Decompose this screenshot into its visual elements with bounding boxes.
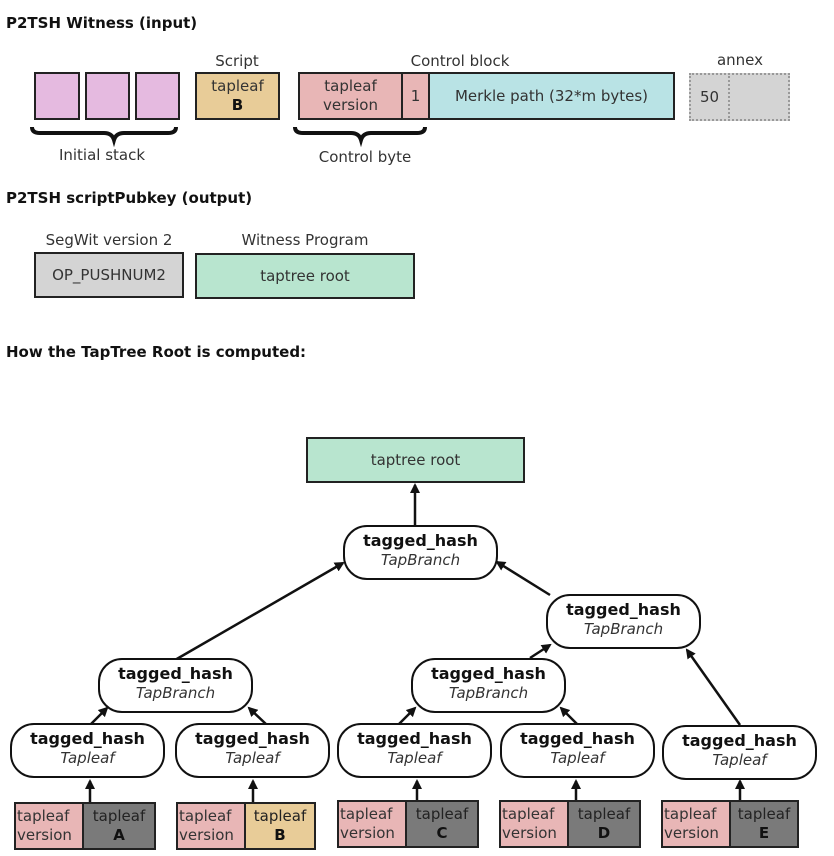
tree-title: How the TapTree Root is computed: bbox=[6, 343, 307, 361]
node-tag: TapBranch bbox=[135, 684, 216, 702]
edge-right-branch bbox=[495, 560, 551, 597]
edge-left-branch bbox=[174, 561, 345, 662]
segwit-version-label: SegWit version 2 bbox=[45, 231, 173, 249]
node-hash-fn: tagged_hash bbox=[357, 729, 472, 748]
node-hash-fn: tagged_hash bbox=[195, 729, 310, 748]
node-leaf-b: tagged_hash Tapleaf bbox=[175, 723, 330, 778]
stack-item-2 bbox=[85, 72, 130, 120]
initial-stack-label: Initial stack bbox=[58, 146, 146, 164]
control-byte-brace bbox=[293, 126, 427, 148]
edge-leaf-b bbox=[247, 706, 268, 726]
taptree-root-box: taptree root bbox=[306, 437, 525, 483]
annex-prefix-box: 50 bbox=[689, 73, 730, 121]
node-tag: Tapleaf bbox=[387, 749, 442, 767]
edge-leaf-d bbox=[559, 706, 579, 726]
node-leaf-d: tagged_hash Tapleaf bbox=[500, 723, 655, 778]
edge-leaf-e bbox=[685, 648, 742, 726]
node-tag: Tapleaf bbox=[712, 751, 767, 769]
edge-branch-cd bbox=[529, 643, 552, 660]
node-hash-fn: tagged_hash bbox=[520, 729, 635, 748]
node-hash-fn: tagged_hash bbox=[682, 731, 797, 750]
node-leaf-e: tagged_hash Tapleaf bbox=[662, 725, 817, 780]
script-label: Script bbox=[215, 52, 259, 70]
edge-leaf-c bbox=[397, 706, 417, 726]
node-root-branch: tagged_hash TapBranch bbox=[343, 525, 498, 580]
node-hash-fn: tagged_hash bbox=[30, 729, 145, 748]
node-tag: Tapleaf bbox=[225, 749, 280, 767]
node-tag: Tapleaf bbox=[60, 749, 115, 767]
script-box-line1: tapleaf bbox=[211, 77, 264, 95]
control-byte-label: Control byte bbox=[318, 148, 412, 166]
node-hash-fn: tagged_hash bbox=[118, 664, 233, 683]
node-tag: TapBranch bbox=[380, 551, 461, 569]
stack-item-3 bbox=[135, 72, 180, 120]
node-leaf-a: tagged_hash Tapleaf bbox=[10, 723, 165, 778]
node-branch-cd: tagged_hash TapBranch bbox=[411, 658, 566, 713]
annex-label: annex bbox=[716, 51, 764, 69]
tapleaf-version-line1: tapleaf bbox=[324, 77, 377, 95]
edge-leaf-a bbox=[89, 706, 109, 726]
witness-program-box: taptree root bbox=[195, 253, 415, 299]
script-box-name: B bbox=[231, 96, 244, 114]
tapleaf-version-line2: version bbox=[323, 96, 378, 114]
node-tag: Tapleaf bbox=[550, 749, 605, 767]
merkle-path-box: Merkle path (32*m bytes) bbox=[428, 72, 675, 120]
node-tag: TapBranch bbox=[448, 684, 529, 702]
node-branch-ab: tagged_hash TapBranch bbox=[98, 658, 253, 713]
annex-data-box bbox=[728, 73, 790, 121]
scriptpubkey-title: P2TSH scriptPubkey (output) bbox=[6, 189, 253, 207]
tapleaf-version-box: tapleaf version bbox=[298, 72, 403, 120]
node-hash-fn: tagged_hash bbox=[363, 531, 478, 550]
node-hash-fn: tagged_hash bbox=[431, 664, 546, 683]
opcode-box: OP_PUSHNUM2 bbox=[34, 252, 184, 298]
node-tag: TapBranch bbox=[583, 620, 664, 638]
control-block-label: Control block bbox=[410, 52, 510, 70]
script-box: tapleaf B bbox=[195, 72, 280, 120]
node-right-branch: tagged_hash TapBranch bbox=[546, 594, 701, 649]
initial-stack-brace bbox=[30, 126, 178, 148]
witness-program-label: Witness Program bbox=[241, 231, 369, 249]
stack-item-1 bbox=[34, 72, 80, 120]
witness-title: P2TSH Witness (input) bbox=[6, 14, 198, 32]
node-hash-fn: tagged_hash bbox=[566, 600, 681, 619]
node-leaf-c: tagged_hash Tapleaf bbox=[337, 723, 492, 778]
